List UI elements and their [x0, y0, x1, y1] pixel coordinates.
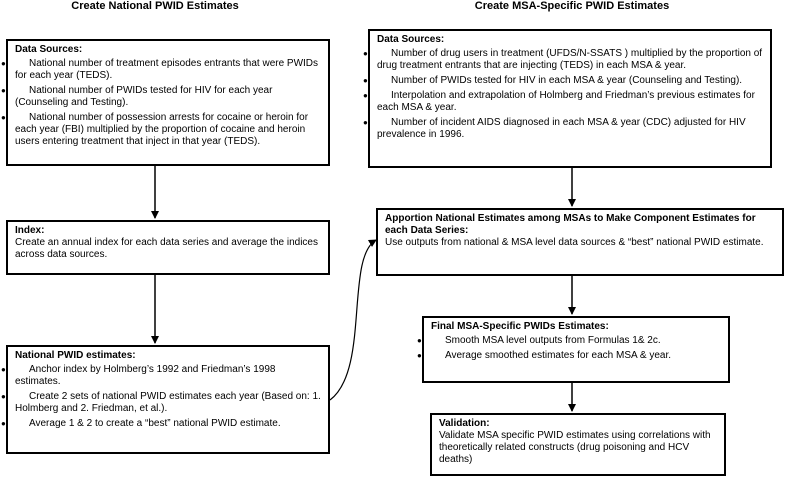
- national-index-text: Create an annual index for each data ser…: [15, 237, 318, 260]
- national-estimates-heading: National PWID estimates:: [15, 350, 136, 361]
- list-item: Number of PWIDs tested for HIV in each M…: [363, 75, 764, 87]
- national-data-sources-heading: Data Sources:: [15, 44, 83, 55]
- national-column-title: Create National PWID Estimates: [71, 0, 239, 12]
- msa-apportion-heading: Apportion National Estimates among MSAs …: [385, 213, 756, 236]
- list-item: Interpolation and extrapolation of Holmb…: [363, 90, 764, 114]
- msa-final-heading: Final MSA-Specific PWIDs Estimates:: [431, 321, 609, 332]
- msa-apportion-box: Apportion National Estimates among MSAs …: [376, 208, 784, 276]
- list-item: Average 1 & 2 to create a “best” nationa…: [1, 418, 322, 430]
- national-estimates-box: National PWID estimates: Anchor index by…: [1, 345, 330, 454]
- msa-apportion-text: Use outputs from national & MSA level da…: [385, 237, 764, 248]
- list-item: Number of drug users in treatment (UFDS/…: [363, 48, 764, 72]
- msa-data-sources-list: Number of drug users in treatment (UFDS/…: [363, 48, 764, 141]
- list-item: Create 2 sets of national PWID estimates…: [1, 391, 322, 415]
- msa-validation-heading: Validation:: [439, 418, 490, 429]
- list-item: Number of incident AIDS diagnosed in eac…: [363, 117, 764, 141]
- national-estimates-list: Anchor index by Holmberg’s 1992 and Frie…: [1, 364, 322, 430]
- msa-validation-text: Validate MSA specific PWID estimates usi…: [439, 430, 711, 465]
- list-item: National number of treatment episodes en…: [1, 58, 322, 82]
- msa-validation-box: Validation: Validate MSA specific PWID e…: [430, 413, 726, 476]
- arrow-national-to-apportion: [329, 239, 377, 401]
- msa-column-title: Create MSA-Specific PWID Estimates: [474, 0, 670, 12]
- msa-data-sources-box: Data Sources: Number of drug users in tr…: [363, 29, 772, 168]
- list-item: Smooth MSA level outputs from Formulas 1…: [417, 335, 722, 347]
- msa-data-sources-heading: Data Sources:: [377, 34, 445, 45]
- national-data-sources-list: National number of treatment episodes en…: [1, 58, 322, 148]
- list-item: National number of PWIDs tested for HIV …: [1, 85, 322, 109]
- list-item: Average smoothed estimates for each MSA …: [417, 350, 722, 362]
- list-item: Anchor index by Holmberg’s 1992 and Frie…: [1, 364, 322, 388]
- national-index-heading: Index:: [15, 225, 45, 236]
- list-item: National number of possession arrests fo…: [1, 112, 322, 148]
- national-index-box: Index: Create an annual index for each d…: [6, 220, 330, 275]
- msa-final-list: Smooth MSA level outputs from Formulas 1…: [417, 335, 722, 362]
- msa-final-box: Final MSA-Specific PWIDs Estimates: Smoo…: [417, 316, 730, 383]
- national-data-sources-box: Data Sources: National number of treatme…: [1, 39, 330, 166]
